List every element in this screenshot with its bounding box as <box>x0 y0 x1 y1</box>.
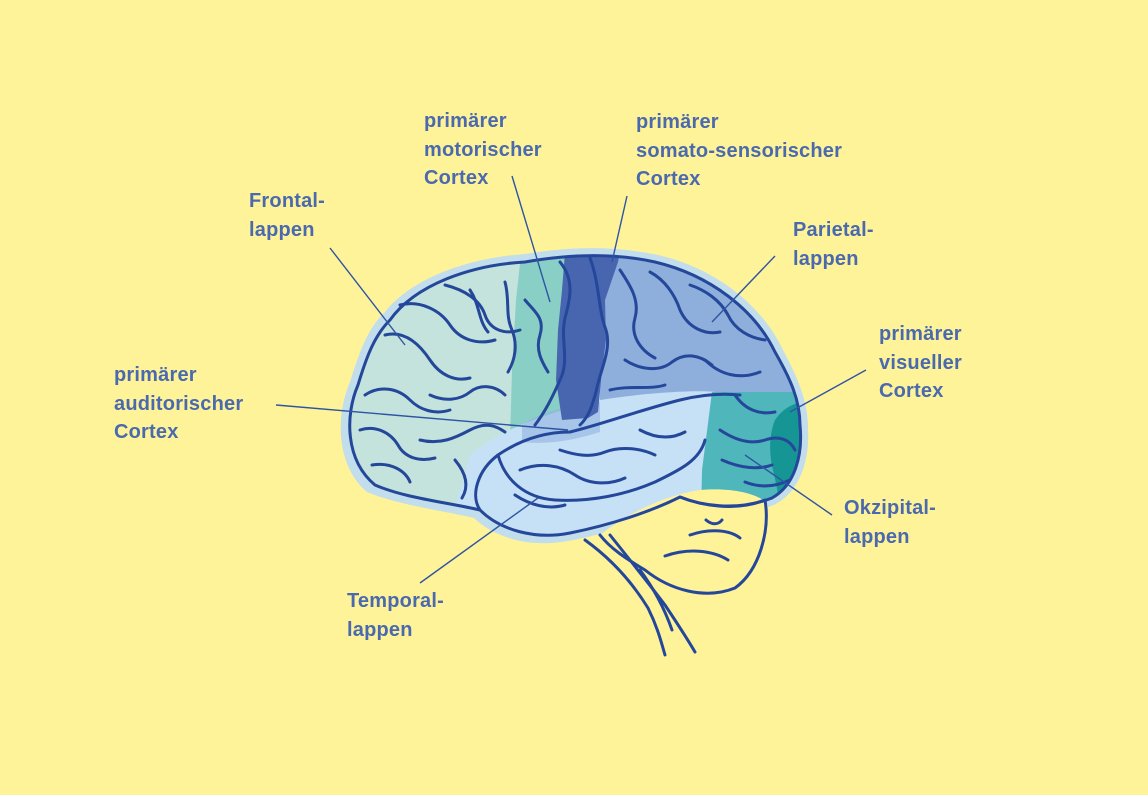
label-line: Cortex <box>879 377 962 406</box>
label-line: auditorischer <box>114 390 243 419</box>
label-line: Frontal- <box>249 187 325 216</box>
label-line: Temporal- <box>347 587 444 616</box>
label-primary-auditory-cortex: primärer auditorischer Cortex <box>114 361 243 447</box>
label-frontal-lobe: Frontal- lappen <box>249 187 325 244</box>
label-line: primärer <box>114 361 243 390</box>
label-line: motorischer <box>424 136 542 165</box>
label-line: primärer <box>424 107 542 136</box>
label-primary-somatosensory-cortex: primärer somato-sensorischer Cortex <box>636 108 842 194</box>
label-parietal-lobe: Parietal- lappen <box>793 216 874 273</box>
label-primary-visual-cortex: primärer visueller Cortex <box>879 320 962 406</box>
label-line: Cortex <box>636 165 842 194</box>
label-occipital-lobe: Okzipital- lappen <box>844 494 936 551</box>
label-primary-motor-cortex: primärer motorischer Cortex <box>424 107 542 193</box>
label-line: Cortex <box>114 418 243 447</box>
label-line: lappen <box>249 216 325 245</box>
label-line: Cortex <box>424 164 542 193</box>
label-line: primärer <box>636 108 842 137</box>
label-line: lappen <box>347 616 444 645</box>
label-temporal-lobe: Temporal- lappen <box>347 587 444 644</box>
label-line: visueller <box>879 349 962 378</box>
label-line: lappen <box>844 523 936 552</box>
label-line: Parietal- <box>793 216 874 245</box>
label-line: somato-sensorischer <box>636 137 842 166</box>
label-line: primärer <box>879 320 962 349</box>
label-line: Okzipital- <box>844 494 936 523</box>
label-line: lappen <box>793 245 874 274</box>
